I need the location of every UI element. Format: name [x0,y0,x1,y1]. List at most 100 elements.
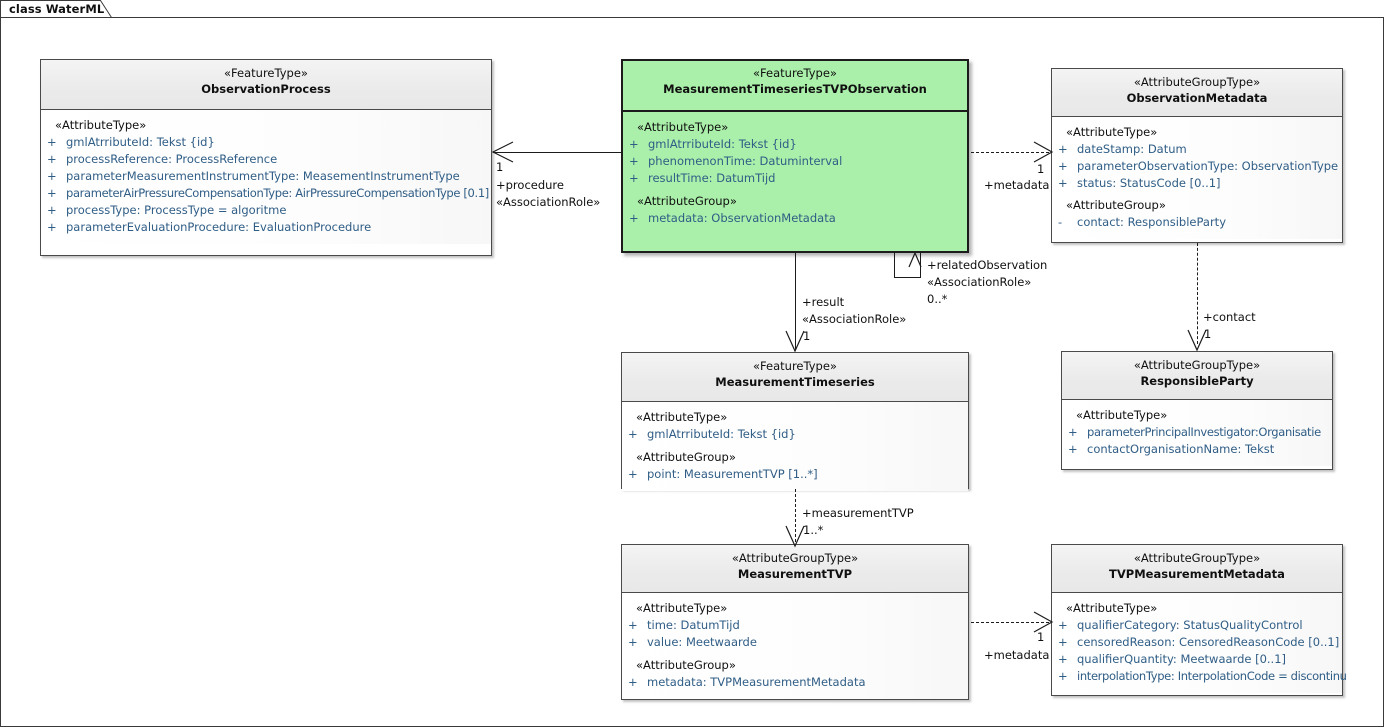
visibility-marker: + [628,427,638,441]
class-box-observation-metadata[interactable]: «AttributeGroupType» ObservationMetadata… [1051,68,1343,243]
attribute-row: +gmlAtrributeId: Tekst {id} [623,136,967,153]
class-body-tvp-measurement-metadata: «AttributeType» +qualifierCategory: Stat… [1052,593,1347,693]
visibility-marker: + [629,211,639,225]
class-header-observation-metadata: «AttributeGroupType» ObservationMetadata [1052,69,1342,117]
connector-line-metadata-tvp [971,622,1049,623]
attribute-row: +gmlAtrributeId: Tekst {id} [41,134,491,151]
visibility-marker: + [1058,176,1068,190]
class-box-tvp-measurement-metadata[interactable]: «AttributeGroupType» TVPMeasurementMetad… [1051,544,1347,696]
class-body-measurement-tvp: «AttributeType» +time: DatumTijd +value:… [622,593,968,699]
visibility-marker: + [1068,442,1078,456]
connector-stereotype-result: «AssociationRole» [802,312,907,326]
attribute-row: + point: MeasurementTVP [1..*] [622,466,968,483]
class-body-observation-metadata: «AttributeType» +dateStamp: Datum +param… [1052,117,1342,239]
arrowhead-result [785,330,805,353]
attribute-group-label: «AttributeType» [55,118,147,132]
class-box-responsible-party[interactable]: «AttributeGroupType» ResponsibleParty «A… [1061,351,1333,470]
attribute-text: processType: ProcessType = algoritme [66,203,287,217]
class-box-measurement-tvp[interactable]: «AttributeGroupType» MeasurementTVP «Att… [621,544,969,700]
attribute-group-label: «AttributeType» [636,410,728,424]
attribute-group-label: «AttributeGroup» [636,658,736,672]
attribute-group-label: «AttributeType» [1066,125,1158,139]
connector-role-result: +result [802,295,845,309]
connector-role-related-observation: +relatedObservation [927,258,1048,272]
visibility-marker: + [1058,652,1068,666]
diagram-tab[interactable]: class WaterML [0,0,112,18]
arrowhead-contact [1187,329,1207,352]
connector-multiplicity-procedure: 1 [496,160,504,174]
attribute-text: qualifierCategory: StatusQualityControl [1077,618,1303,632]
connector-line-metadata-observation [971,152,1049,153]
class-stereotype: «FeatureType» [224,66,308,80]
class-stereotype: «FeatureType» [753,359,837,373]
visibility-marker: + [628,675,638,689]
class-body-observation-process: «AttributeType» +gmlAtrributeId: Tekst {… [41,110,491,244]
attribute-text: processReference: ProcessReference [66,152,278,166]
attribute-row: +qualifierCategory: StatusQualityControl [1052,617,1342,634]
attribute-row: +censoredReason: CensoredReasonCode [0..… [1052,634,1342,651]
attribute-row: +parameterAirPressureCompensationType: A… [41,185,491,202]
attribute-row: +contactOrganisationName: Tekst [1062,441,1332,458]
visibility-marker: + [1058,142,1068,156]
class-body-responsible-party: «AttributeType» +parameterPrincipalInves… [1062,400,1332,466]
attribute-text: censoredReason: CensoredReasonCode [0..1… [1077,635,1340,649]
attribute-row: +metadata: ObservationMetadata [623,210,967,227]
visibility-marker: + [629,171,639,185]
attribute-row: +qualifierQuantity: Meetwaarde [0..1] [1052,651,1342,668]
class-name: MeasurementTimeseriesTVPObservation [663,82,927,96]
attribute-group-label: «AttributeType» [1066,601,1158,615]
attribute-row: +interpolationType: InterpolationCode = … [1052,668,1347,685]
attribute-text: time: DatumTijd [647,618,740,632]
attribute-text: parameterMeasurementInstrumentType: Meas… [66,169,460,183]
class-name: MeasurementTimeseries [715,375,875,389]
connector-line-measurement-tvp [795,489,796,542]
class-stereotype: «AttributeGroupType» [1133,75,1261,89]
attribute-group-label: «AttributeGroup» [1066,198,1166,212]
attribute-text: gmlAtrributeId: Tekst {id} [647,427,796,441]
connector-role-procedure: +procedure [496,178,564,192]
class-header-observation-process: «FeatureType» ObservationProcess [41,60,491,110]
attribute-text: resultTime: DatumTijd [648,171,776,185]
class-header-measurement-timeseries: «FeatureType» MeasurementTimeseries [622,353,968,402]
class-name: ObservationMetadata [1126,91,1268,105]
attribute-text: point: MeasurementTVP [1..*] [647,467,818,481]
connector-multiplicity-measurement-tvp: 1..* [803,523,824,537]
attribute-text: gmlAtrributeId: Tekst {id} [648,137,797,151]
class-body-measurement-timeseries: «AttributeType» + gmlAtrributeId: Tekst {… [622,402,968,491]
visibility-marker: + [47,152,57,166]
diagram-tab-label: class WaterML [9,2,105,16]
connector-multiplicity-contact: 1 [1204,327,1212,341]
connector-line-procedure [493,152,621,153]
class-stereotype: «FeatureType» [753,66,837,80]
connector-role-measurement-tvp: +measurementTVP [802,506,914,520]
attribute-row: +phenomenonTime: Datuminterval [623,153,967,170]
visibility-marker: + [47,135,57,149]
class-box-measurement-timeseries-tvp-observation[interactable]: «FeatureType» MeasurementTimeseriesTVPOb… [621,59,969,253]
class-header-measurement-tvp: «AttributeGroupType» MeasurementTVP [622,545,968,593]
attribute-row: +status: StatusCode [0..1] [1052,175,1342,192]
attribute-text: contact: ResponsibleParty [1077,215,1226,229]
attribute-row: +parameterObservationType: ObservationTy… [1052,158,1342,175]
attribute-row: +metadata: TVPMeasurementMetadata [622,674,968,691]
class-header-measurement-timeseries-tvp-observation: «FeatureType» MeasurementTimeseriesTVPOb… [623,61,967,112]
attribute-group-label: «AttributeType» [637,120,729,134]
attribute-row: +processType: ProcessType = algoritme [41,202,491,219]
class-box-observation-process[interactable]: «FeatureType» ObservationProcess «Attrib… [40,59,492,256]
diagram-frame [0,17,1384,727]
visibility-marker: + [628,635,638,649]
arrowhead-measurement-tvp [785,525,805,548]
attribute-text: interpolationType: InterpolationCode = d… [1077,669,1347,683]
class-body-measurement-timeseries-tvp-observation: «AttributeType» +gmlAtrributeId: Tekst {… [623,112,967,235]
class-stereotype: «AttributeGroupType» [731,551,859,565]
attribute-text: parameterPrincipalInvestigator:Organisat… [1087,425,1321,439]
class-header-responsible-party: «AttributeGroupType» ResponsibleParty [1062,352,1332,400]
visibility-marker: + [1058,159,1068,173]
attribute-row: + gmlAtrributeId: Tekst {id} [622,426,968,443]
visibility-marker: + [629,154,639,168]
connector-role-metadata-observation: +metadata [984,178,1050,192]
class-box-measurement-timeseries[interactable]: «FeatureType» MeasurementTimeseries «Att… [621,352,969,491]
attribute-row: + processReference: ProcessReference [41,151,491,168]
attribute-row: +dateStamp: Datum [1052,141,1342,158]
attribute-row: +time: DatumTijd [622,617,968,634]
visibility-marker: + [628,467,638,481]
